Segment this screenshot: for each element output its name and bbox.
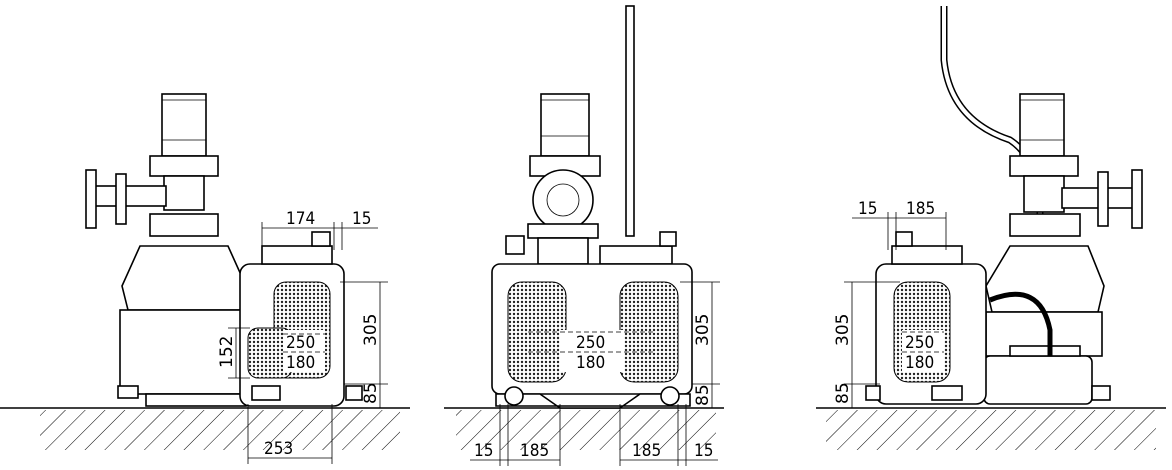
vent-pipe — [625, 5, 635, 237]
dim-85: 85 — [693, 384, 713, 406]
dim-305: 305 — [833, 314, 853, 346]
dim-180: 180 — [286, 353, 315, 373]
dim-15-right: 15 — [694, 441, 713, 461]
dim-15-left: 15 — [474, 441, 493, 461]
dim-305: 305 — [361, 314, 381, 346]
dim-15-top: 15 — [352, 209, 371, 229]
dim-185-left: 185 — [520, 441, 549, 461]
valve-disc — [532, 169, 594, 231]
outlet-pipe — [93, 185, 167, 207]
dim-174: 174 — [286, 209, 315, 229]
view-left: 250 180 174 15 305 85 152 253 — [0, 93, 410, 464]
actuator — [161, 93, 207, 157]
pump-casing — [121, 245, 247, 311]
ground-hatch — [826, 410, 1156, 450]
dim-152: 152 — [217, 336, 237, 368]
dim-180: 180 — [576, 353, 605, 373]
dim-185-right: 185 — [632, 441, 661, 461]
outlet-flange — [85, 169, 97, 229]
lower-flange — [149, 213, 219, 237]
dim-250: 250 — [905, 333, 934, 353]
dim-305: 305 — [693, 314, 713, 346]
dim-250: 250 — [576, 333, 605, 353]
dim-15-top: 15 — [858, 199, 877, 219]
ground-hatch — [40, 410, 400, 450]
actuator — [540, 93, 590, 157]
upper-flange — [149, 155, 219, 177]
actuator — [1019, 93, 1065, 157]
dim-253: 253 — [264, 439, 293, 459]
dim-185-top: 185 — [906, 199, 935, 219]
ground-hatch — [456, 410, 716, 450]
dim-250: 250 — [286, 333, 315, 353]
view-center: 250 180 305 85 15 185 185 15 — [444, 5, 724, 466]
outlet-flange — [1131, 169, 1143, 229]
dim-180: 180 — [905, 353, 934, 373]
dim-85: 85 — [833, 382, 853, 404]
pump-casing — [985, 245, 1105, 313]
dim-85: 85 — [361, 382, 381, 404]
view-right: 250 180 15 185 305 85 — [816, 6, 1166, 450]
tank-body — [119, 309, 245, 395]
